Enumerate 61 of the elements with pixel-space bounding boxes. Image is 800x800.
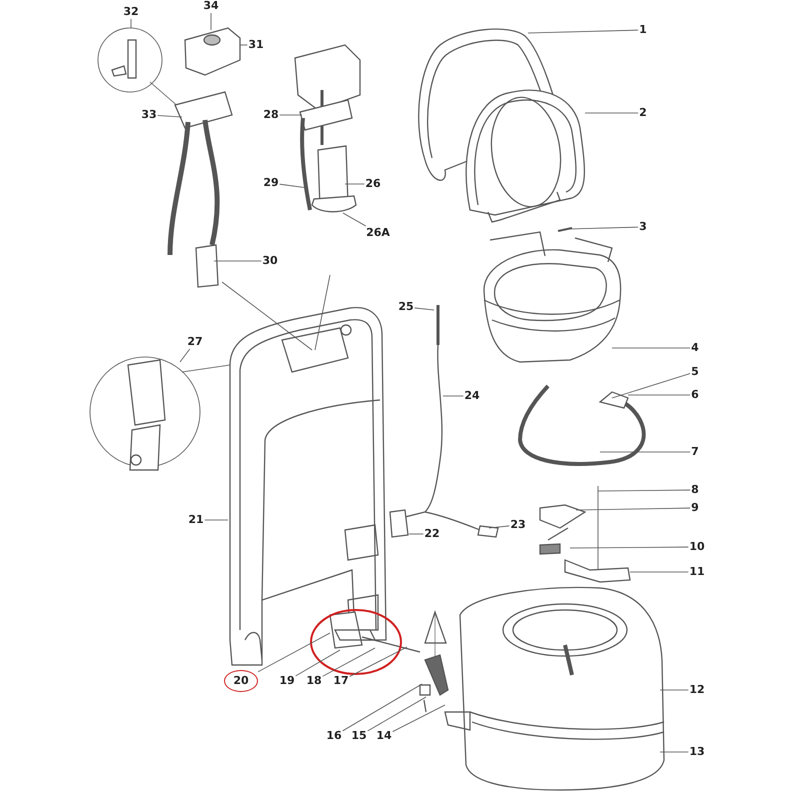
leader-line — [528, 30, 639, 34]
leader-line — [342, 684, 422, 732]
callout-number: 26 — [364, 177, 382, 191]
leader-line — [180, 348, 190, 362]
callout-number: 1 — [638, 23, 648, 37]
leader-line — [598, 490, 691, 492]
callout-number: 10 — [688, 540, 706, 554]
callout-number: 34 — [202, 0, 220, 13]
callout-number: 19 — [278, 674, 296, 688]
callout-number: 8 — [690, 483, 700, 497]
callout-number: 6 — [690, 388, 700, 402]
callout-number: 4 — [690, 341, 700, 355]
leader-line — [576, 508, 691, 510]
callout-number: 2 — [638, 106, 648, 120]
callout-number: 12 — [688, 683, 706, 697]
callout-number: 20 — [224, 670, 258, 692]
leader-line — [295, 650, 340, 676]
callout-number: 15 — [350, 729, 368, 743]
callout-number: 21 — [187, 513, 205, 527]
leader-line — [584, 112, 639, 114]
leader-line — [342, 212, 366, 226]
callout-number: 32 — [122, 5, 140, 19]
callout-number: 13 — [688, 745, 706, 759]
leader-line — [157, 115, 182, 118]
leader-line — [392, 704, 446, 732]
leader-line — [488, 526, 510, 528]
callout-number: 5 — [690, 365, 700, 379]
leader-line — [258, 632, 330, 672]
leader-line — [130, 18, 132, 28]
leader-line — [214, 260, 262, 262]
callout-number: 33 — [140, 108, 158, 122]
leader-line — [628, 394, 691, 396]
callout-number: 9 — [690, 501, 700, 515]
callout-number: 17 — [332, 674, 350, 688]
leader-line — [570, 546, 689, 548]
callout-number: 28 — [262, 108, 280, 122]
leader-line — [612, 373, 691, 398]
callout-number: 24 — [463, 389, 481, 403]
callout-number: 11 — [688, 565, 706, 579]
callout-number: 26A — [365, 226, 391, 240]
callout-number: 31 — [247, 38, 265, 52]
callout-number: 23 — [509, 518, 527, 532]
callout-number: 22 — [423, 527, 441, 541]
callout-number: 16 — [325, 729, 343, 743]
callout-number: 30 — [261, 254, 279, 268]
leader-line — [349, 646, 408, 677]
leader-line — [322, 648, 376, 677]
callout-number: 14 — [375, 729, 393, 743]
callout-number: 27 — [186, 335, 204, 349]
leader-line — [210, 12, 212, 30]
leader-line — [414, 308, 434, 310]
callout-number: 29 — [262, 176, 280, 190]
leader-line — [568, 226, 639, 230]
leader-line — [367, 696, 426, 732]
callout-number: 25 — [397, 300, 415, 314]
callout-number: 7 — [690, 445, 700, 459]
leader-line — [279, 114, 302, 116]
leader-line — [240, 44, 248, 46]
callout-number: 18 — [305, 674, 323, 688]
leader-line — [279, 184, 308, 188]
callout-number: 3 — [638, 220, 648, 234]
